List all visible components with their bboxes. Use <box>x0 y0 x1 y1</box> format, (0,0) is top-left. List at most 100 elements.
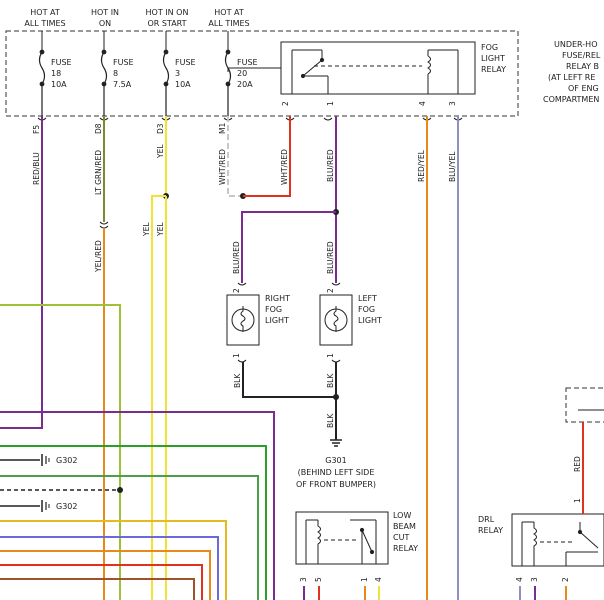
low-beam-label-3: CUT <box>393 533 409 542</box>
ground-g302-b: G302 <box>0 500 77 512</box>
low-beam-pin-3: 3 <box>299 577 308 582</box>
fuse-labels: FUSE 18 10A FUSE 8 7.5A FUSE 3 10A FUSE … <box>51 58 258 89</box>
connector-f5: F5 <box>32 125 41 134</box>
fuse-relay-box-outline <box>5 30 519 117</box>
wire-wht-red-label-2: WHT/RED <box>280 149 289 185</box>
wire-yel-red-label: YEL/RED <box>94 240 103 273</box>
drl-relay: DRL RELAY 4 3 2 <box>478 513 604 600</box>
wire-yel-label-1: YEL <box>156 144 165 159</box>
hot-always2-label-2: ALL TIMES <box>208 19 249 28</box>
fog-relay-label-3: RELAY <box>481 65 506 74</box>
left-fog-pin-1: 1 <box>326 353 335 358</box>
drl-label-1: DRL <box>478 515 495 524</box>
hot-always2-label-1: HOT AT <box>214 8 244 17</box>
connector-labels: F5 D8 D3 M1 <box>32 123 227 134</box>
hot-start-label-1: HOT IN ON <box>146 8 189 17</box>
fuse-18-num: 18 <box>51 69 61 78</box>
fuse-20-label: FUSE <box>237 58 258 67</box>
fuse20-to-relay-wire <box>227 67 281 72</box>
left-fog-label-1: LEFT <box>358 294 377 303</box>
pin-2-label: 2 <box>281 101 290 106</box>
fuse-3-label: FUSE <box>175 58 196 67</box>
right-fog-label-1: RIGHT <box>265 294 290 303</box>
drl-fuse-box-outline <box>565 387 604 423</box>
hot-always-label-2: ALL TIMES <box>24 19 65 28</box>
fuse-18-amp: 10A <box>51 80 67 89</box>
wire-blu-red-right-fog <box>241 211 336 283</box>
left-fog-label-3: LIGHT <box>358 316 382 325</box>
ground-g301-loc-1: (BEHIND LEFT SIDE <box>298 468 375 477</box>
wire-lt-grn-red-label: LT GRN/RED <box>94 150 103 195</box>
relay-box-title-5: OF ENG <box>568 84 599 93</box>
fuse-feeds <box>41 31 229 52</box>
wire-red-blu <box>0 116 43 429</box>
ground-g301-label: G301 <box>325 456 346 465</box>
hot-on-label-1: HOT IN <box>91 8 119 17</box>
low-beam-pin-4: 4 <box>374 577 383 582</box>
relay-box-title-1: UNDER-HO <box>554 40 598 49</box>
wire-blk-right <box>242 362 336 398</box>
drl-label-2: RELAY <box>478 526 503 535</box>
black-dashed-splice <box>117 487 123 493</box>
fuse-symbols <box>38 49 232 116</box>
wire-yel-label-3: YEL <box>156 222 165 237</box>
hot-always-label-1: HOT AT <box>30 8 60 17</box>
fuse-8-num: 8 <box>113 69 118 78</box>
left-fog-pin-2: 2 <box>326 288 335 293</box>
power-labels: HOT AT ALL TIMES HOT IN ON HOT IN ON OR … <box>24 8 249 28</box>
relay-box-title-6: COMPARTMEN <box>543 95 599 104</box>
relay-box-title: UNDER-HO FUSE/REL RELAY B (AT LEFT RE OF… <box>543 40 601 104</box>
ground-g301-loc-2: OF FRONT BUMPER) <box>296 480 376 489</box>
low-beam-pin-1: 1 <box>360 577 369 582</box>
relay-box-title-4: (AT LEFT RE <box>548 73 595 82</box>
relay-box-title-2: FUSE/REL <box>562 51 601 60</box>
fuse-8-amp: 7.5A <box>113 80 132 89</box>
fog-relay-label-1: FOG <box>481 43 498 52</box>
low-beam-pin-5: 5 <box>314 577 323 582</box>
lt-grn-connector <box>99 221 109 229</box>
ground-g302-b-label: G302 <box>56 502 77 511</box>
wire-red-yel-label: RED/YEL <box>417 149 426 182</box>
wire-blu-yel-label: BLU/YEL <box>448 151 457 182</box>
wire-yel-label-2: YEL <box>142 222 151 237</box>
drl-pin-4: 4 <box>515 577 524 582</box>
blk-splice <box>333 394 339 400</box>
hot-on-label-2: ON <box>99 19 111 28</box>
wire-blu-red-label-2: BLU/RED <box>232 241 241 274</box>
wire-blu-red-label-1: BLU/RED <box>326 149 335 182</box>
ground-g302-a-label: G302 <box>56 456 77 465</box>
connector-cups <box>37 117 463 121</box>
wire-wht-red-label-1: WHT/RED <box>218 149 227 185</box>
wire-blk-label-2: BLK <box>326 373 335 388</box>
fog-relay-label: FOG LIGHT RELAY <box>481 43 506 74</box>
wire-red-blu-label: RED/BLU <box>32 152 41 185</box>
right-fog-label-3: LIGHT <box>265 316 289 325</box>
low-beam-label-2: BEAM <box>393 522 416 531</box>
drl-pin-2: 2 <box>561 577 570 582</box>
fuse-3-num: 3 <box>175 69 180 78</box>
fog-relay-internals <box>291 49 459 94</box>
right-fog-pin-2: 2 <box>232 288 241 293</box>
fuse-18-label: FUSE <box>51 58 72 67</box>
connector-d3: D3 <box>156 123 165 134</box>
fog-relay-label-2: LIGHT <box>481 54 505 63</box>
pin-4-label: 4 <box>418 101 427 106</box>
connector-m1: M1 <box>218 123 227 134</box>
low-beam-label-4: RELAY <box>393 544 418 553</box>
pin-3-label: 3 <box>448 101 457 106</box>
fuse-8-label: FUSE <box>113 58 134 67</box>
fuse-20-amp: 20A <box>237 80 253 89</box>
left-fog-light: 2 1 LEFT FOG LIGHT <box>319 282 382 363</box>
drl-pin-3: 3 <box>530 577 539 582</box>
low-beam-label-1: LOW <box>393 511 411 520</box>
relay-pin-numbers: 2 1 4 3 <box>281 101 457 106</box>
hot-start-label-2: OR START <box>147 19 186 28</box>
left-fog-label-2: FOG <box>358 305 375 314</box>
wire-wht-red-gray <box>227 116 243 197</box>
wire-red-drl-label: RED <box>573 456 582 472</box>
wire-yel-branch-left <box>151 195 166 600</box>
right-fog-pin-1: 1 <box>232 353 241 358</box>
lower-left-harness <box>0 304 275 600</box>
ground-g301 <box>330 439 342 447</box>
